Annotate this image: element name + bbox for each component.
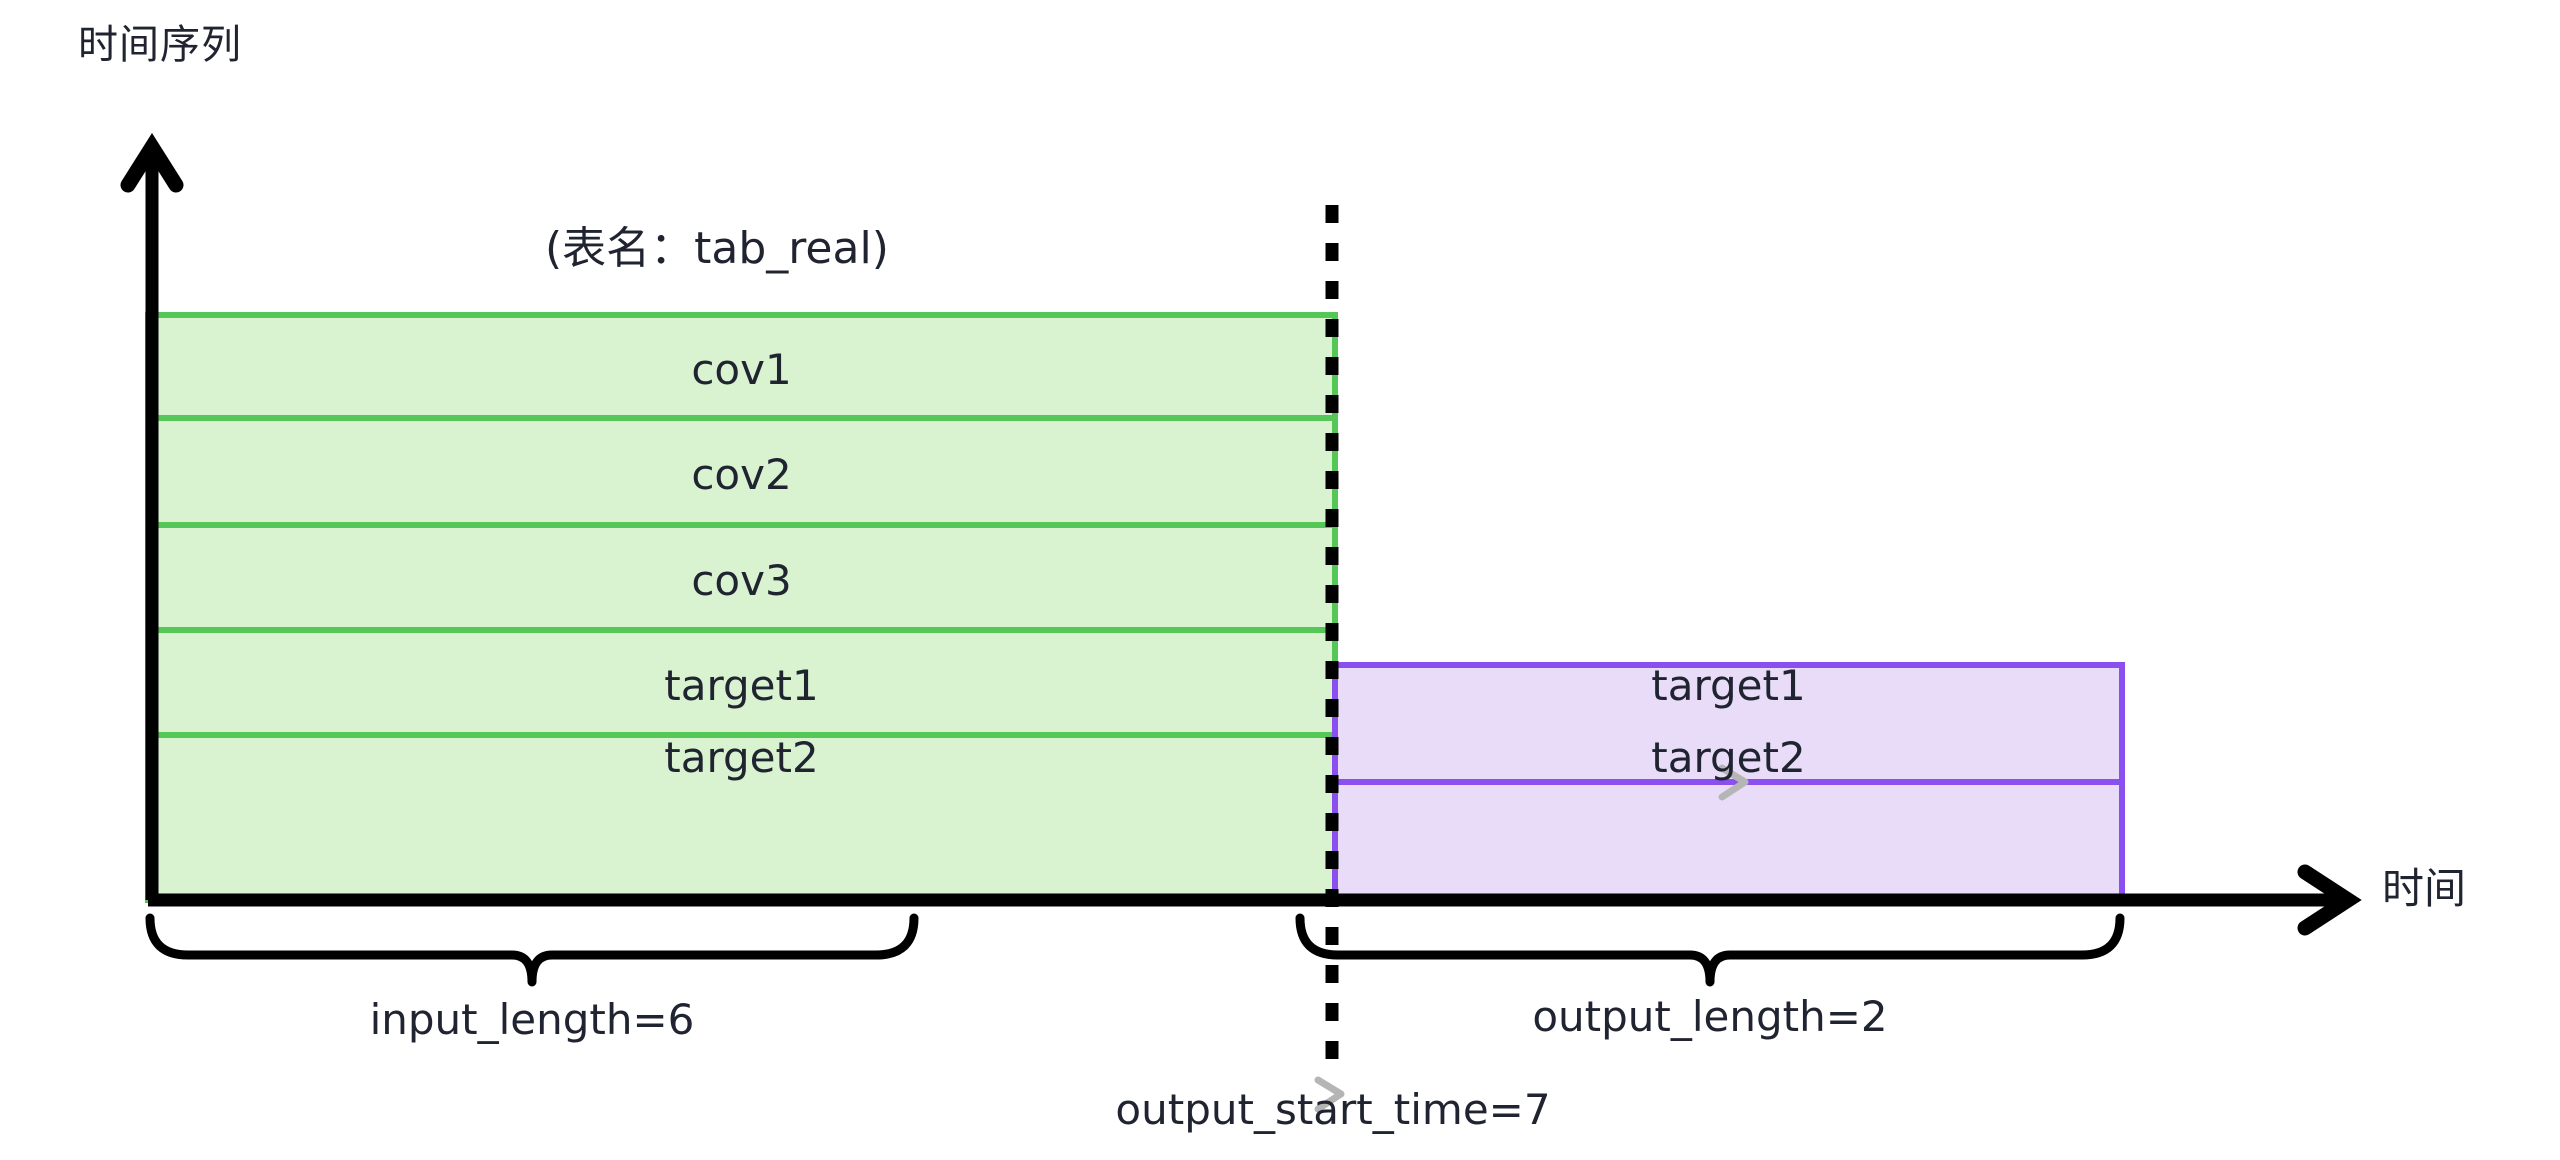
input-length-annotation: input_length=6: [369, 995, 695, 1044]
input-band-label-cov2: cov2: [691, 450, 792, 499]
output-window-group: [1332, 662, 2125, 902]
output-length-annotation: output_length=2: [1532, 992, 1888, 1041]
output-band-target2: [1332, 779, 2125, 902]
input-length-brace: [145, 913, 919, 987]
input-band-cov2: [145, 415, 1338, 528]
split-arrow-marker-icon: [1314, 1076, 1345, 1113]
y-axis-arrow-icon: [120, 132, 184, 193]
input-window-group: [145, 312, 1338, 903]
x-axis-arrow-icon: [2297, 864, 2362, 936]
y-axis: [120, 132, 184, 900]
input-band-label-target1: target1: [664, 661, 819, 710]
output-band-label-target1: target1: [1651, 661, 1806, 710]
output-start-time-annotation: output_start_time=7: [1115, 1085, 1551, 1134]
table-name-label: (表名：tab_real): [545, 223, 889, 274]
output-band-label-target2: target2: [1651, 733, 1806, 782]
input-band-label-cov3: cov3: [691, 556, 792, 605]
output-band-target1: [1332, 662, 2125, 785]
input-band-label-cov1: cov1: [691, 345, 792, 394]
x-axis: [148, 864, 2362, 936]
divider-arrow-marker-icon: [1718, 764, 1749, 801]
input-band-label-target2: target2: [664, 733, 819, 782]
x-axis-label: 时间: [2382, 864, 2467, 913]
output-length-brace: [1295, 913, 2125, 987]
page-title: 时间序列: [78, 22, 242, 68]
